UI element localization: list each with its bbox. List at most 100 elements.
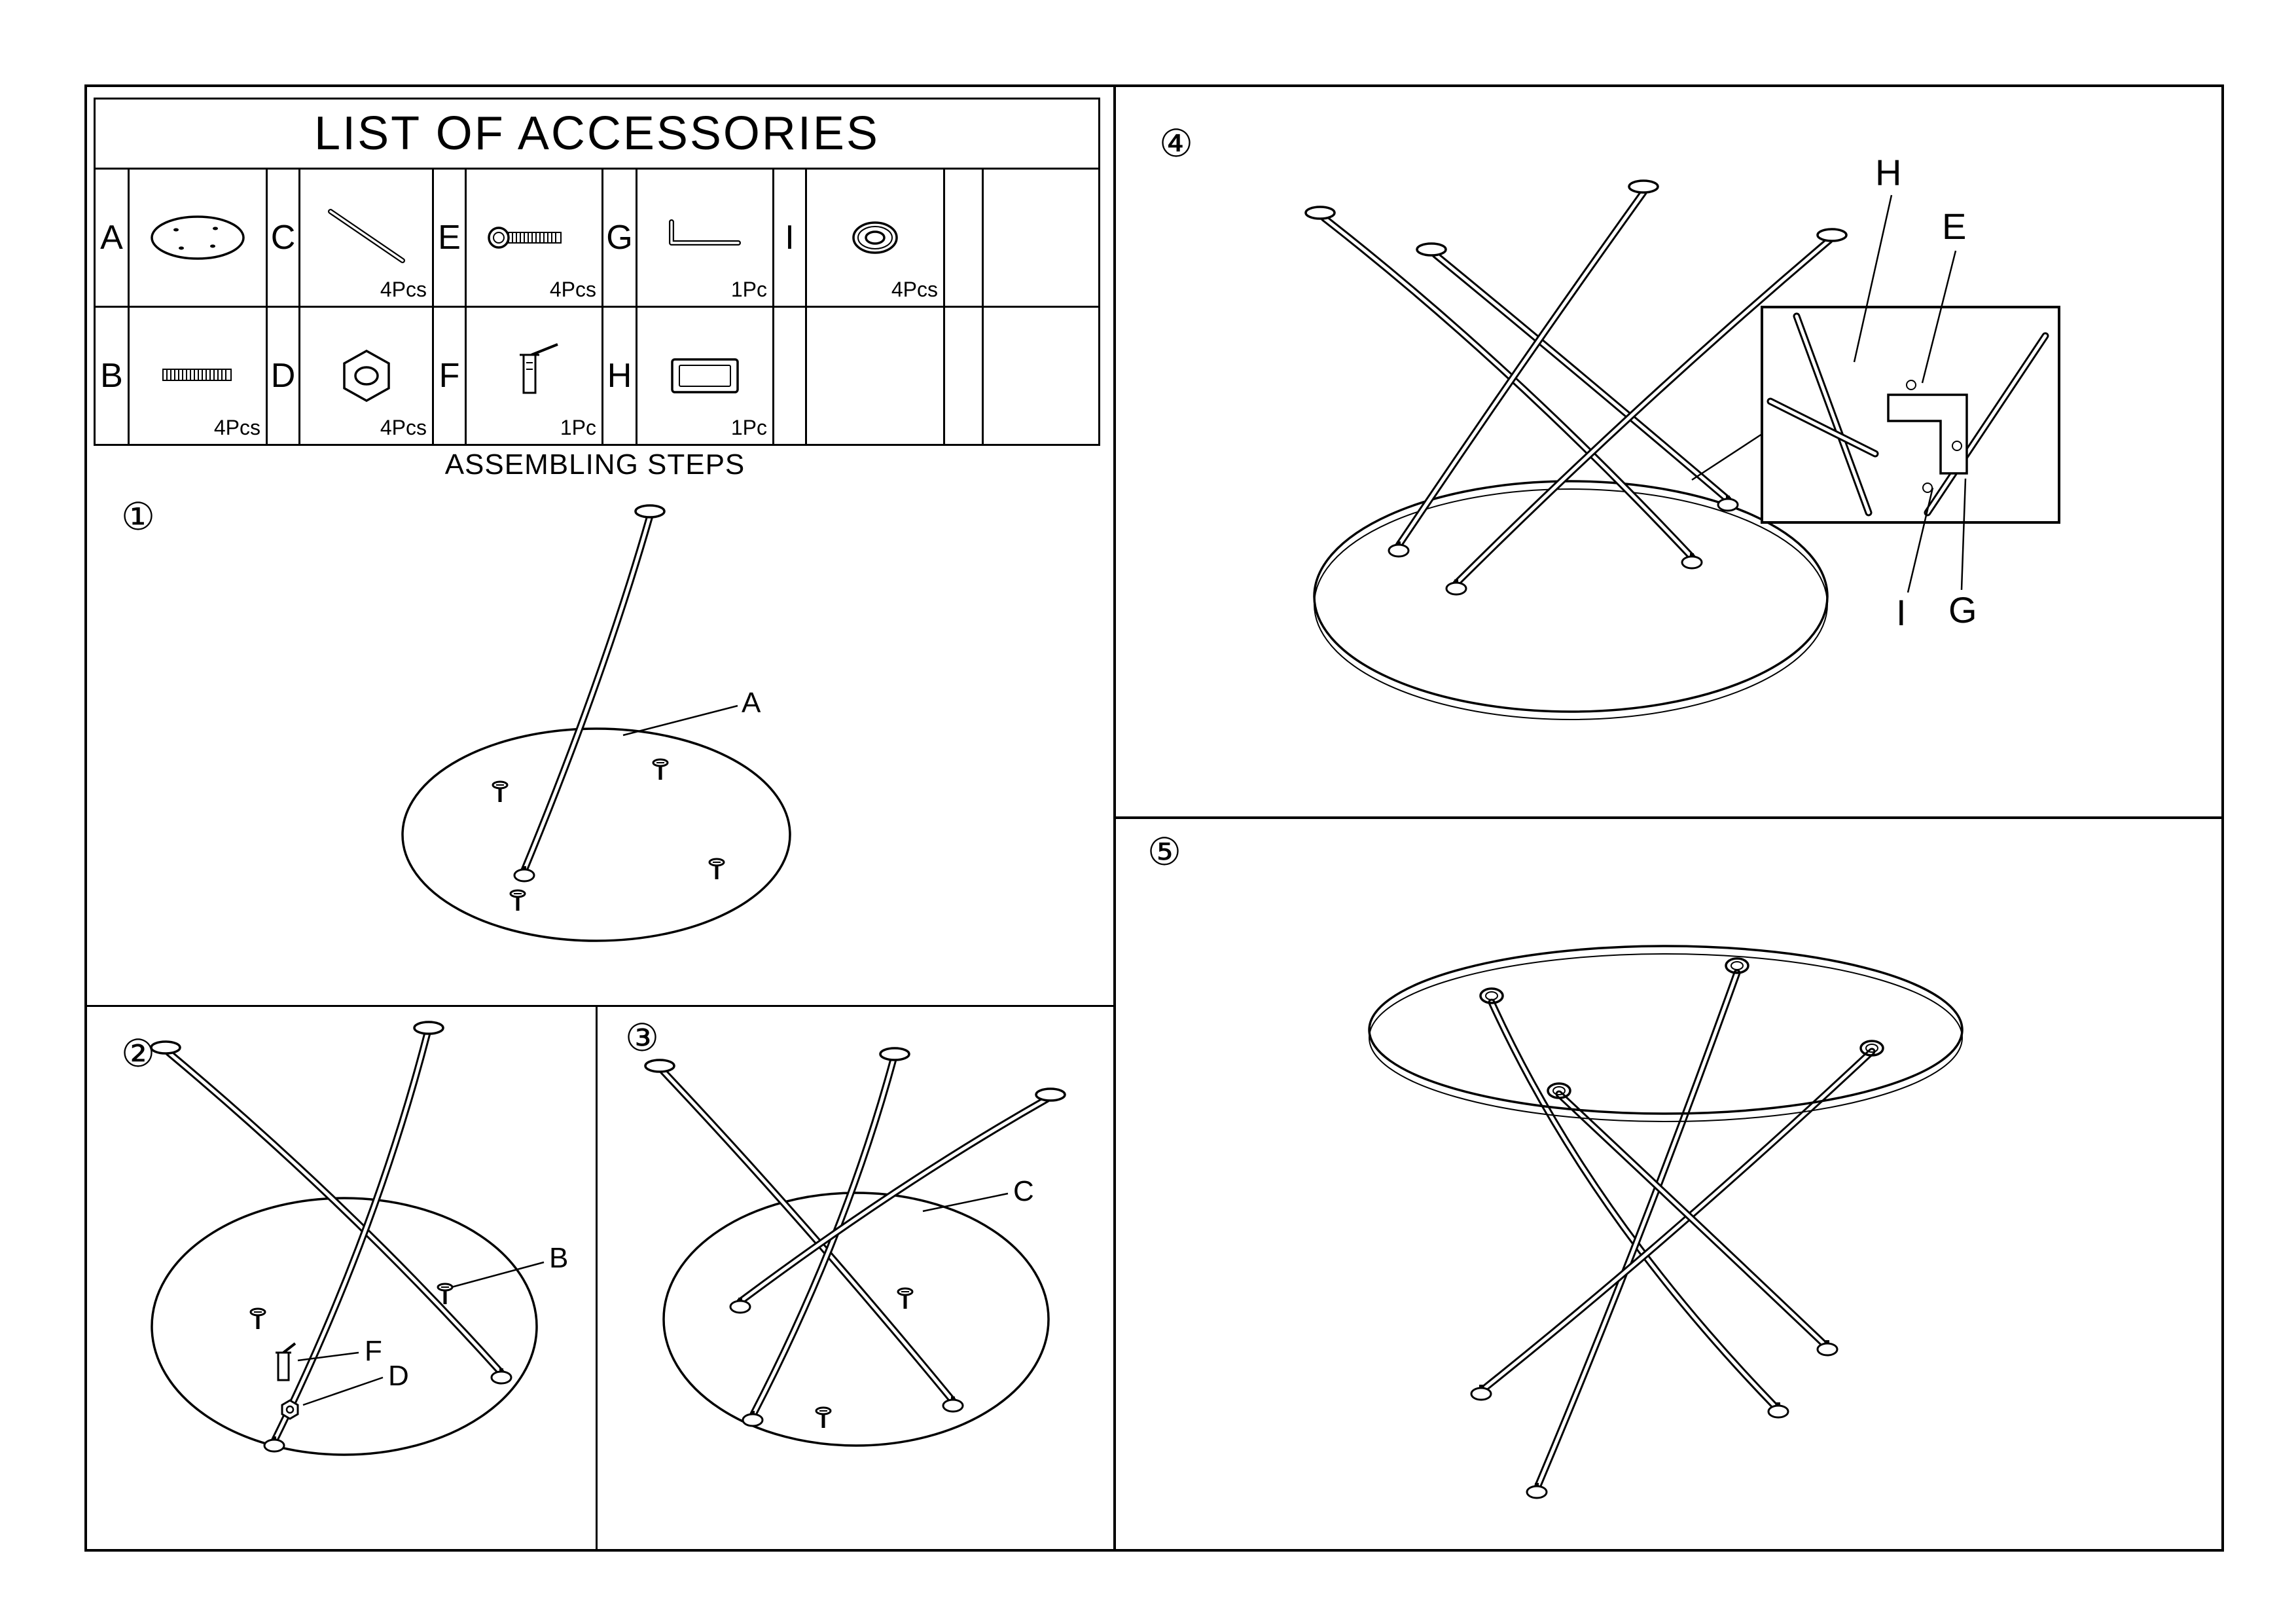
leg-drawing <box>264 1021 444 1451</box>
accessory-part-e: 4Pcs <box>467 170 603 306</box>
accessory-count-i: 4Pcs <box>891 278 938 301</box>
step-5-drawing <box>1368 945 1964 1549</box>
step-2-drawing: B F D <box>150 1021 568 1456</box>
accessory-letter-b: B <box>96 308 130 444</box>
label-g-leader <box>1960 478 1967 591</box>
accessory-letter-h: H <box>603 308 637 444</box>
leg-drawing <box>644 1059 963 1412</box>
accessory-count-g: 1Pc <box>730 278 767 301</box>
accessory-empty-cell <box>945 308 984 444</box>
part-c-icon <box>327 209 405 263</box>
accessory-count-d: 4Pcs <box>380 416 427 439</box>
label-e: E <box>1942 206 1966 247</box>
label-e-leader <box>1921 250 1957 384</box>
accessory-part-h: 1Pc <box>637 308 774 444</box>
step-1-badge: ① <box>121 496 155 538</box>
accessories-row-2: B 4Pcs D 4Pcs <box>96 308 1098 444</box>
step-1-drawing: A <box>401 504 791 942</box>
label-c-leader <box>922 1192 1009 1213</box>
accessory-letter-i: I <box>774 170 807 306</box>
accessory-part-c: 4Pcs <box>300 170 434 306</box>
inset-pointer-line <box>1691 433 1763 481</box>
part-i-icon <box>852 221 898 254</box>
leg-drawing <box>1304 206 1702 568</box>
accessory-letter-f: F <box>434 308 467 444</box>
label-h-leader <box>1853 194 1893 363</box>
part-e-icon <box>488 227 562 249</box>
step-3-badge: ③ <box>625 1017 659 1059</box>
bracket-h-glyph <box>1887 393 1968 475</box>
accessory-count-b: 4Pcs <box>213 416 260 439</box>
leg-end-glyphs <box>1479 957 1884 1099</box>
accessory-empty-cell <box>984 308 1098 444</box>
label-c: C <box>1013 1175 1034 1207</box>
accessory-count-c: 4Pcs <box>380 278 427 301</box>
table-top-drawing <box>1368 945 1964 1122</box>
step-5-panel: ⑤ <box>1116 819 2221 1549</box>
assembling-steps-header: ASSEMBLING STEPS <box>444 448 745 481</box>
accessory-count-f: 1Pc <box>560 416 596 439</box>
part-d-icon <box>342 349 390 403</box>
part-g-icon <box>669 219 741 246</box>
label-a: A <box>742 687 761 719</box>
step-4-badge: ④ <box>1159 122 1193 165</box>
leg-drawing <box>1555 1090 1837 1355</box>
accessory-empty-cell <box>945 170 984 306</box>
accessory-letter-g: G <box>603 170 637 306</box>
accessory-part-d: 4Pcs <box>300 308 434 444</box>
accessory-empty-cell <box>807 308 945 444</box>
accessory-letter-d: D <box>268 308 300 444</box>
table-top-drawing <box>1313 480 1829 720</box>
leg-drawing <box>514 504 666 881</box>
label-d-leader <box>302 1376 384 1406</box>
instruction-frame: LIST OF ACCESSORIES A C <box>84 84 2224 1552</box>
step-2-badge: ② <box>121 1032 155 1075</box>
nut-d-glyph <box>281 1399 299 1420</box>
accessory-letter-c: C <box>268 170 300 306</box>
leg-drawing <box>1416 242 1738 511</box>
accessory-part-b: 4Pcs <box>130 308 268 444</box>
accessory-empty-cell <box>774 308 807 444</box>
leg-drawing <box>1389 179 1659 556</box>
left-pane: LIST OF ACCESSORIES A C <box>87 87 1116 1549</box>
label-i-leader <box>1907 487 1934 593</box>
screw-glyphs <box>816 1288 912 1428</box>
accessories-row-1: A C <box>96 170 1098 308</box>
accessory-part-i: 4Pcs <box>807 170 945 306</box>
part-b-icon <box>162 369 232 381</box>
part-a-icon <box>151 215 245 260</box>
label-h: H <box>1875 152 1901 193</box>
label-g: G <box>1948 589 1977 630</box>
accessory-count-h: 1Pc <box>730 416 767 439</box>
leg-drawing <box>1488 998 1788 1417</box>
accessories-panel: LIST OF ACCESSORIES A C <box>94 98 1100 446</box>
accessory-part-a <box>130 170 268 306</box>
pin-f-glyph <box>274 1342 296 1381</box>
label-d: D <box>388 1360 409 1392</box>
step-5-badge: ⑤ <box>1147 831 1181 873</box>
step-divider-horizontal <box>87 1005 1113 1007</box>
leg-drawing <box>1527 969 1741 1498</box>
leg-drawing <box>1471 1048 1876 1400</box>
table-top-drawing <box>151 1197 538 1456</box>
accessory-part-f: 1Pc <box>467 308 603 444</box>
screw-glyphs <box>493 759 724 911</box>
step-4-drawing: H E I G <box>1304 152 2060 720</box>
leg-drawing <box>150 1040 511 1383</box>
label-b-leader <box>451 1261 545 1288</box>
step-divider-vertical <box>596 1005 598 1549</box>
table-top-drawing <box>662 1192 1050 1447</box>
accessory-letter-a: A <box>96 170 130 306</box>
step-4-panel: ④ <box>1116 87 2221 819</box>
part-f-icon <box>520 343 558 394</box>
label-a-leader <box>622 704 738 737</box>
step-3-drawing: C <box>644 1047 1066 1447</box>
leg-drawing <box>1446 228 1848 594</box>
label-f-leader <box>297 1351 359 1362</box>
part-h-icon <box>671 358 739 393</box>
accessory-count-e: 4Pcs <box>549 278 596 301</box>
accessories-title: LIST OF ACCESSORIES <box>96 100 1098 170</box>
accessory-part-g: 1Pc <box>637 170 774 306</box>
detail-inset <box>1761 306 2060 524</box>
